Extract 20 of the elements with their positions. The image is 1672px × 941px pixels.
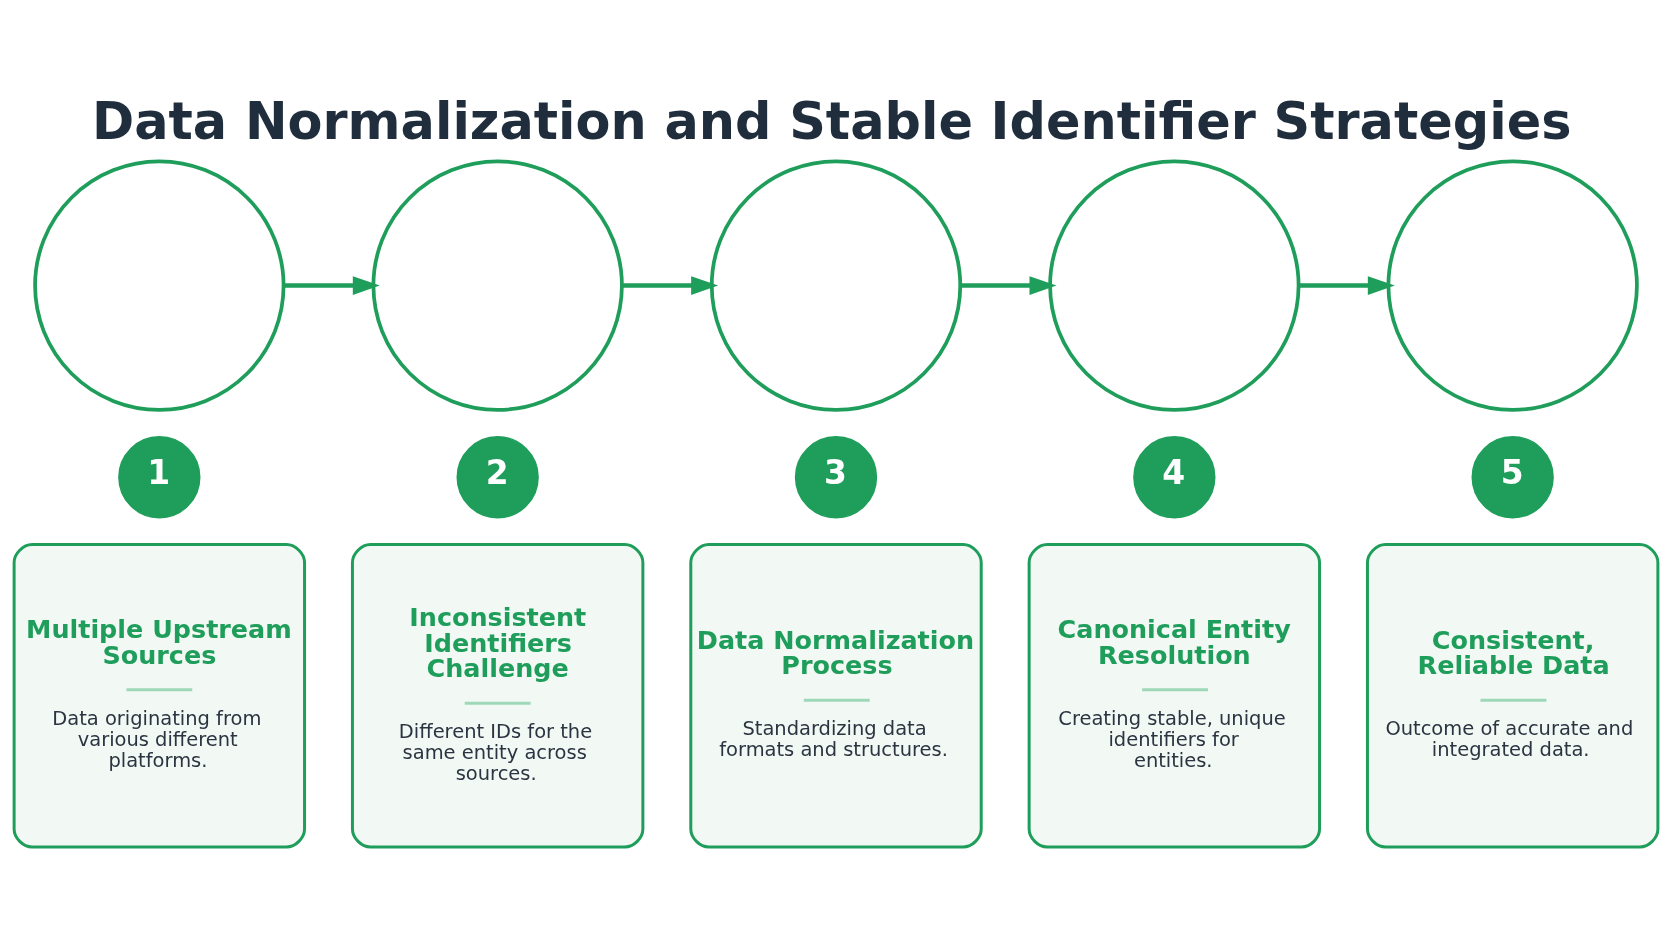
node-circle: 4 [1133, 436, 1216, 519]
node-circle: 5 [1471, 436, 1554, 519]
node-circle [709, 159, 963, 412]
node-circle [33, 159, 286, 412]
node-circle: 3 [794, 436, 878, 519]
arrow [960, 276, 1057, 296]
node-box: Consistent, Reliable Data Outcome of accurate and integrated data. [1365, 543, 1660, 849]
node-circle [1386, 159, 1639, 412]
node-circle: 2 [456, 436, 539, 519]
arrow [1299, 276, 1395, 296]
node-circle: 1 [118, 436, 201, 519]
diagram-title: Data Normalization and Stable Identifier Strategies [91, 92, 1572, 152]
node-box: Data Normalization Process Standardizing data formats and structures. [689, 543, 983, 849]
node-circle [371, 159, 624, 412]
arrow [284, 276, 380, 296]
node-circle [1048, 159, 1301, 412]
node-box: Multiple Upstream Sources Data originating from various different platforms. [12, 543, 307, 849]
arrow [622, 276, 719, 296]
node-box: Canonical Entity Resolution Creating stable, unique identifiers for entities. [1027, 543, 1322, 849]
node-box: Inconsistent Identifiers Challenge Different IDs for the same entity across sources. [350, 543, 645, 849]
